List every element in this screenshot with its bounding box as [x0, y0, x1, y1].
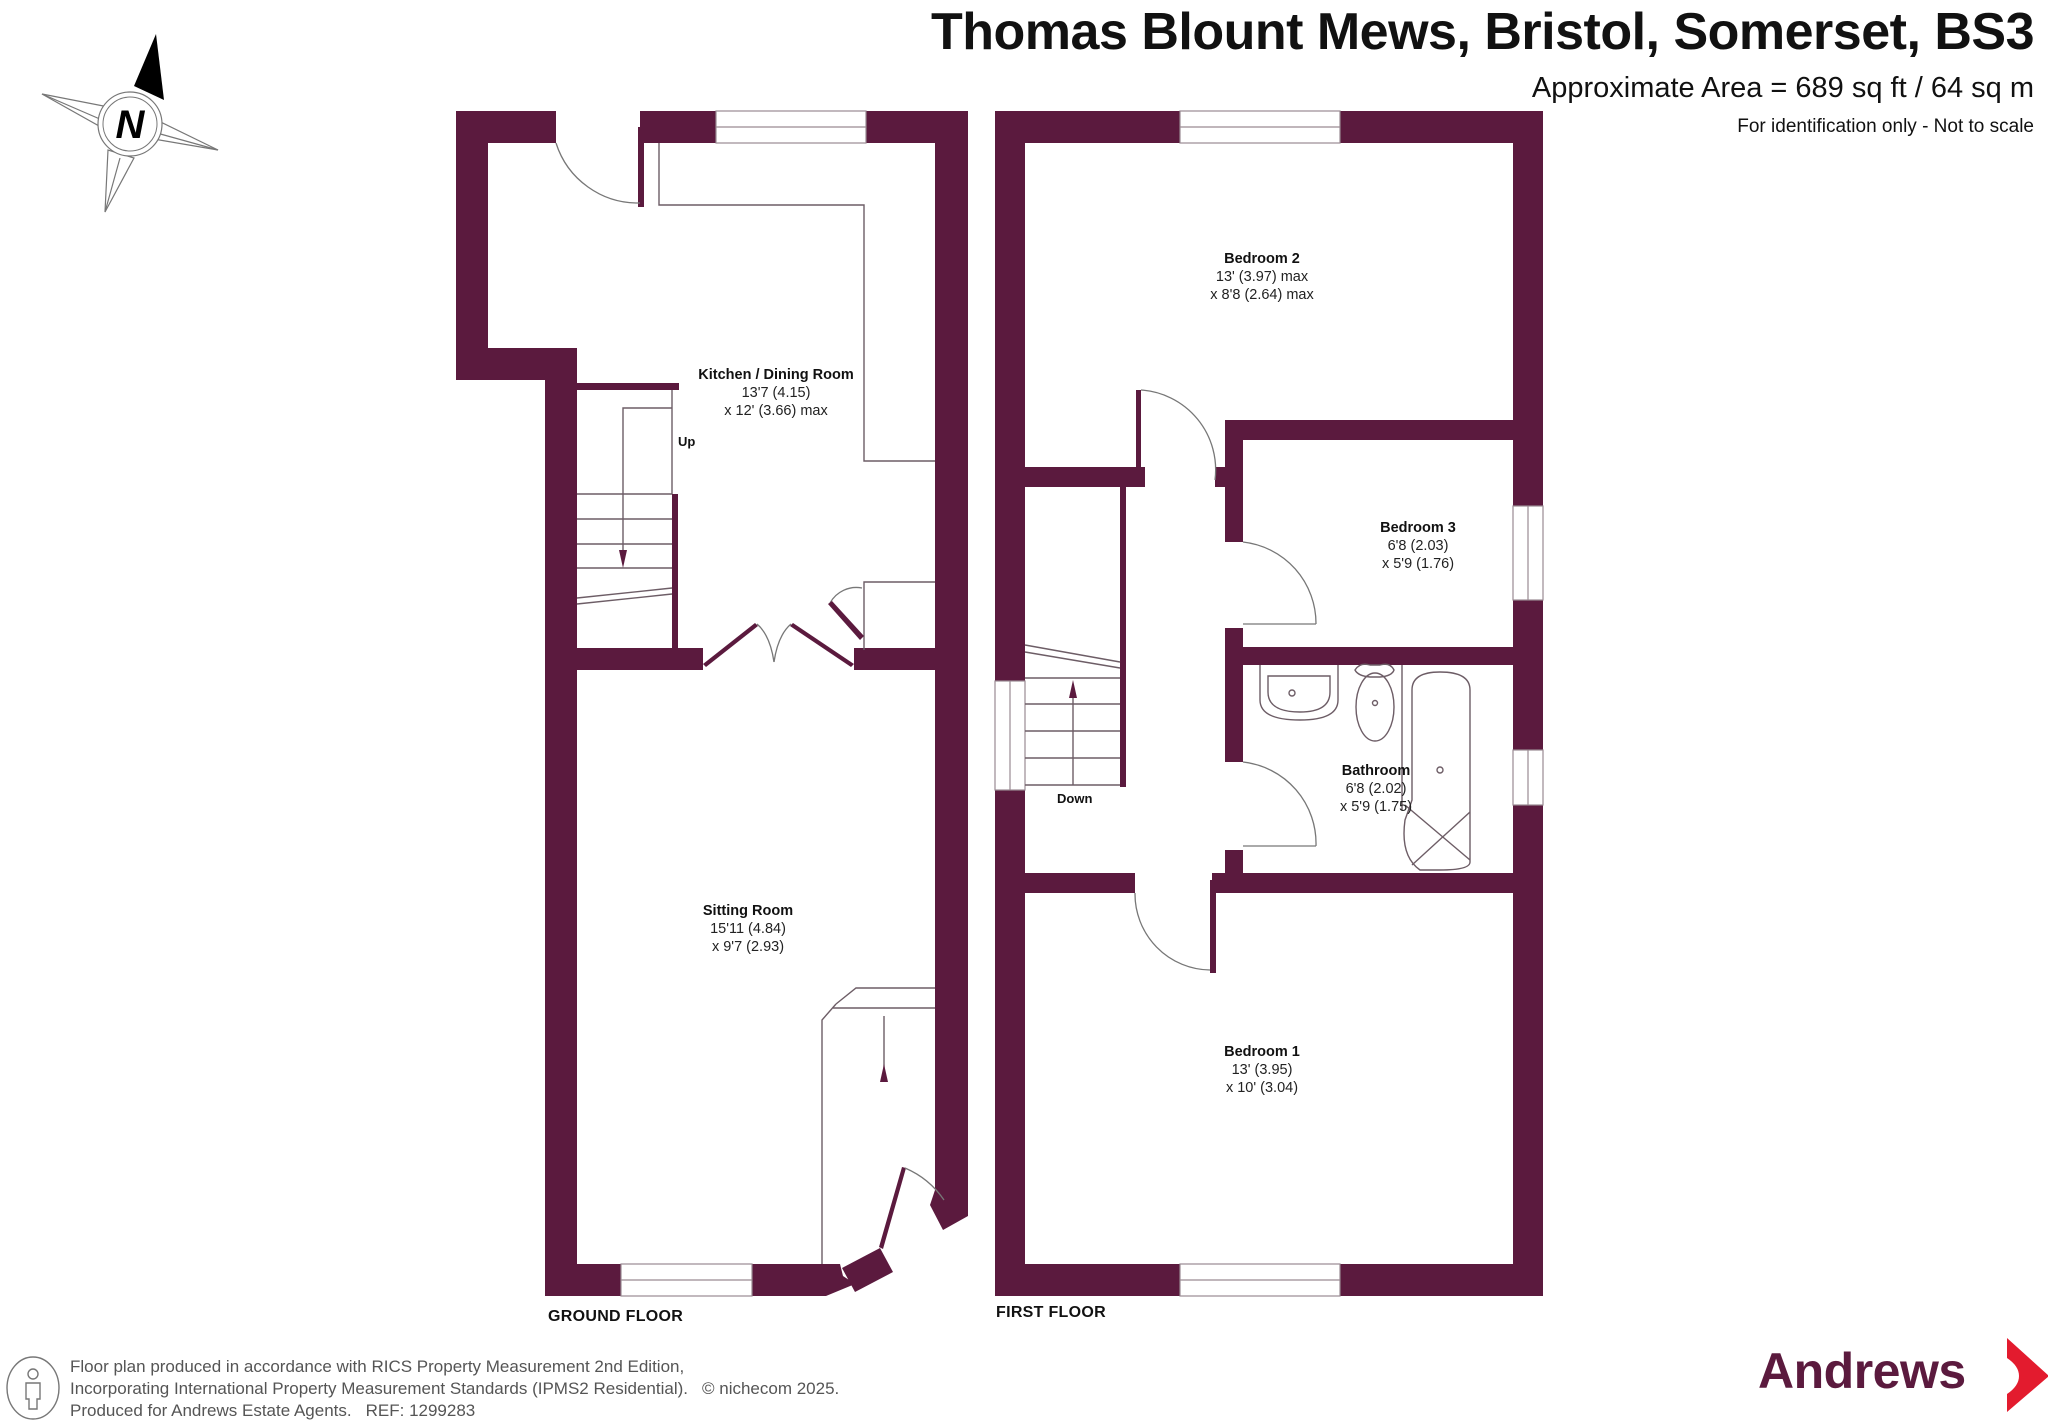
person-info-icon	[6, 1356, 60, 1420]
room-dimension: 15'11 (4.84)	[710, 921, 786, 937]
approximate-area: Approximate Area = 689 sq ft / 64 sq m	[1531, 72, 2034, 104]
scale-disclaimer: For identification only - Not to scale	[1737, 116, 2034, 137]
footer-line-1: Floor plan produced in accordance with R…	[70, 1357, 685, 1376]
room-name: Bedroom 1	[1224, 1044, 1300, 1060]
stairs-up-label: Up	[678, 434, 696, 449]
reference-number: REF: 1299283	[365, 1401, 476, 1420]
room-name: Bathroom	[1341, 763, 1411, 779]
room-dimension: x 5'9 (1.75)	[1339, 799, 1413, 815]
room-dimension: x 12' (3.66) max	[724, 403, 828, 419]
ground-floor-fixtures	[555, 142, 945, 1264]
room-dimension: x 8'8 (2.64) max	[1210, 287, 1314, 303]
brand-name: Andrews	[1758, 1343, 1966, 1399]
room-dimension: x 10' (3.04)	[1225, 1080, 1299, 1096]
room-dimension: x 5'9 (1.76)	[1381, 556, 1455, 572]
first-floor-fixtures	[1024, 389, 1471, 971]
footer-line-3: Produced for Andrews Estate Agents.	[70, 1401, 352, 1420]
ground-floor-windows	[620, 110, 867, 1297]
page-title: Thomas Blount Mews, Bristol, Somerset, B…	[931, 3, 2035, 61]
first-floor-label: FIRST FLOOR	[996, 1304, 1106, 1321]
room-dimension: 13'7 (4.15)	[741, 385, 811, 401]
first-floor-windows	[994, 110, 1544, 1297]
ground-floor-label: GROUND FLOOR	[548, 1308, 684, 1325]
room-dimension: 6'8 (2.03)	[1387, 538, 1449, 554]
north-arrow-icon: N	[41, 34, 219, 213]
room-dimension: x 9'7 (2.93)	[711, 939, 785, 955]
room-bedroom-1: Bedroom 1 13' (3.95) x 10' (3.04)	[1224, 1043, 1300, 1097]
chevron-right-icon	[2007, 1338, 2048, 1412]
room-dimension: 6'8 (2.02)	[1345, 781, 1407, 797]
room-dimension: 13' (3.95)	[1231, 1062, 1293, 1078]
ground-floor-walls	[456, 111, 968, 1296]
room-kitchen-dining: Kitchen / Dining Room 13'7 (4.15) x 12' …	[698, 366, 853, 420]
stairs-down-label: Down	[1057, 791, 1093, 806]
room-bedroom-3: Bedroom 3 6'8 (2.03) x 5'9 (1.76)	[1380, 519, 1456, 573]
copyright: © nichecom 2025.	[701, 1379, 840, 1398]
first-floor-walls	[995, 111, 1543, 1296]
room-bathroom: Bathroom 6'8 (2.02) x 5'9 (1.75)	[1340, 762, 1412, 816]
room-dimension: 13' (3.97) max	[1215, 269, 1309, 285]
room-sitting: Sitting Room 15'11 (4.84) x 9'7 (2.93)	[703, 902, 793, 956]
room-bedroom-2: Bedroom 2 13' (3.97) max x 8'8 (2.64) ma…	[1210, 250, 1314, 304]
room-name: Bedroom 3	[1380, 520, 1456, 536]
footer-line-2: Incorporating International Property Mea…	[70, 1379, 688, 1398]
footer-text: Floor plan produced in accordance with R…	[70, 1356, 839, 1422]
room-name: Bedroom 2	[1224, 251, 1300, 267]
compass-label: N	[116, 103, 146, 147]
room-name: Sitting Room	[702, 903, 794, 919]
room-name: Kitchen / Dining Room	[698, 367, 854, 383]
